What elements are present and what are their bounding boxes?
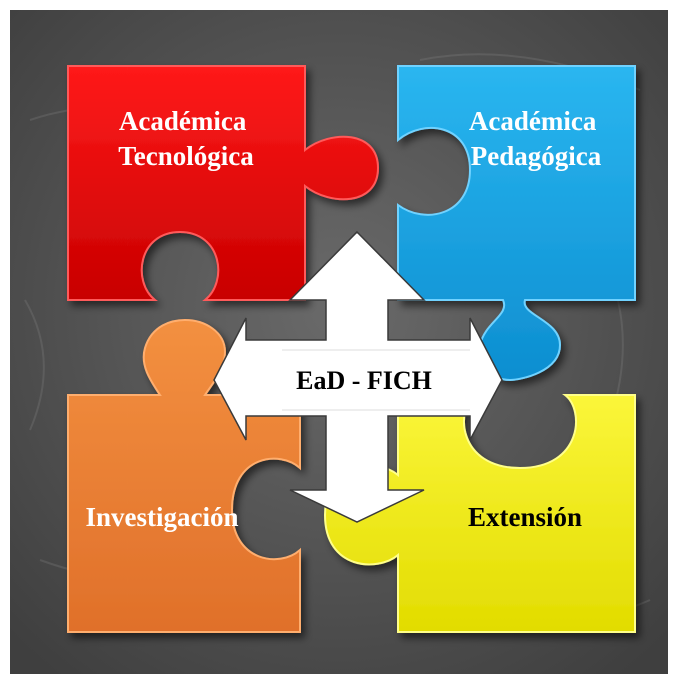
puzzle-piece-blue	[397, 65, 636, 382]
center-label: EaD - FICH	[296, 366, 432, 395]
label-investigacion: Investigación	[85, 502, 238, 532]
label-extension: Extensión	[468, 502, 582, 532]
label-red-line-1: Académica	[119, 106, 247, 136]
label-blue-line-2: Pedagógica	[471, 141, 602, 171]
label-academica-pedagogica: Académica Pedagógica	[469, 106, 603, 171]
puzzle-piece-red	[67, 65, 380, 301]
label-academica-tecnologica: Académica Tecnológica	[118, 106, 254, 171]
four-way-arrow	[213, 230, 503, 523]
label-red-line-2: Tecnológica	[118, 141, 254, 171]
label-blue-line-1: Académica	[469, 106, 597, 136]
